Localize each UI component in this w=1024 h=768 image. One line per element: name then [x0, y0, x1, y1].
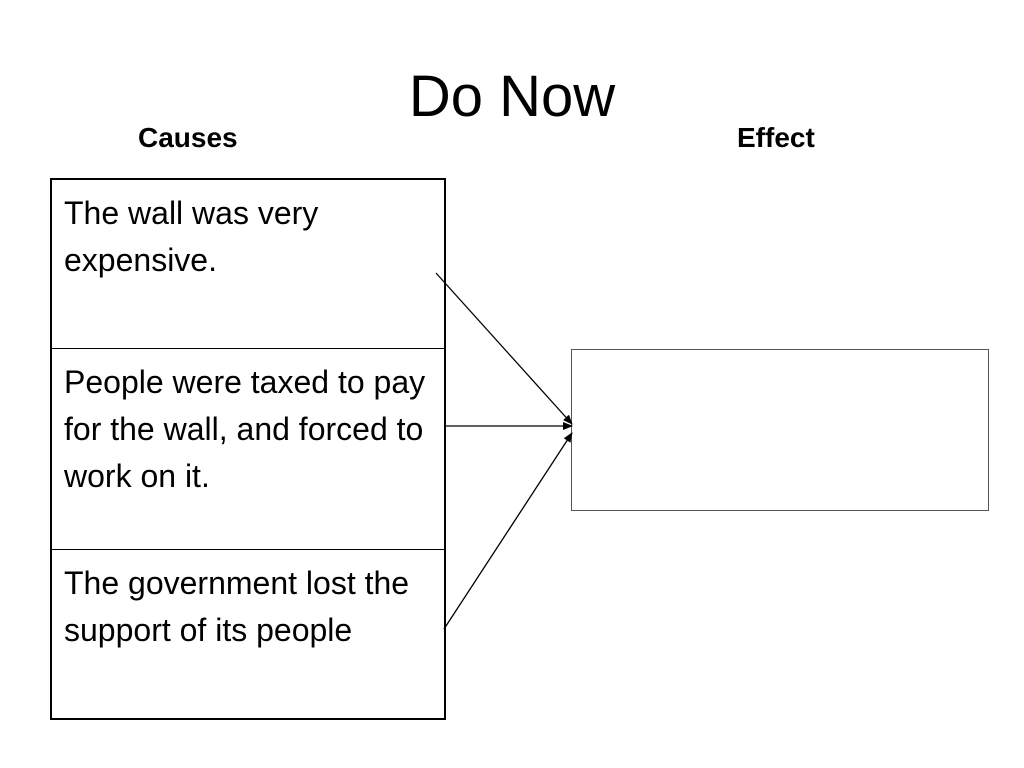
causes-heading: Causes: [138, 122, 238, 153]
slide-title: Do Now: [408, 64, 616, 129]
arrow-cause-1: [435, 272, 573, 425]
effect-text: [572, 350, 988, 370]
effect-heading: Effect: [737, 122, 815, 153]
cause-cell-1: The wall was very expensive.: [52, 180, 444, 349]
cause-cell-2: People were taxed to pay for the wall, a…: [52, 349, 444, 550]
effect-box: [571, 349, 989, 511]
arrow-cause-3: [443, 432, 573, 630]
cause-cell-3: The government lost the support of its p…: [64, 565, 410, 648]
causes-table: The wall was very expensive. People were…: [50, 178, 446, 720]
